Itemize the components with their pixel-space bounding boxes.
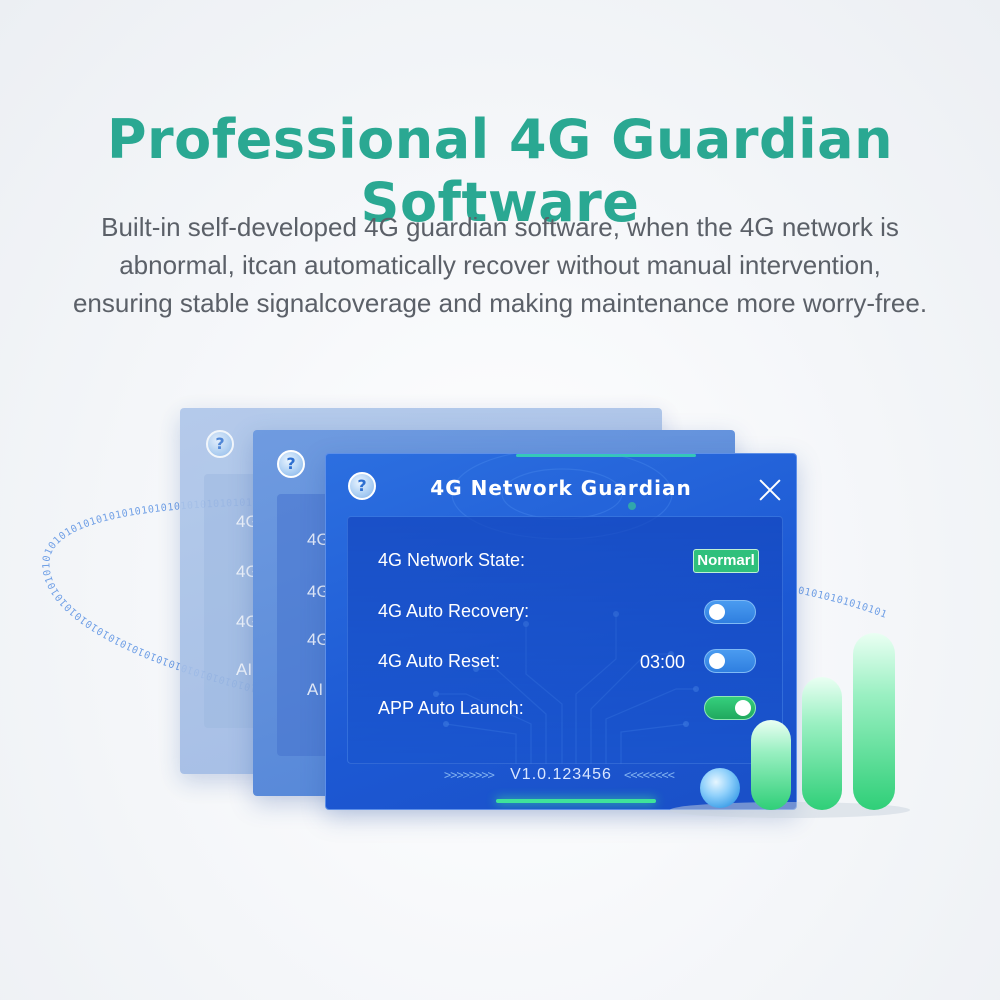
back-label-4: AI [236,660,253,679]
auto-recovery-label: 4G Auto Recovery: [378,601,530,621]
subtitle-line-3: ensuring stable signalcoverage and makin… [72,288,928,318]
auto-reset-toggle[interactable] [704,649,756,673]
page-title: Professional 4G Guardian Software [106,108,894,234]
chevrons-right: <<<<<<<< [624,768,675,782]
mid-label-2: 4G [307,582,330,601]
auto-reset-label: 4G Auto Reset: [378,651,501,671]
top-glow-line [516,454,696,457]
bottom-glow-line [496,799,656,803]
reset-time[interactable]: 03:00 [640,652,686,672]
network-state-label: 4G Network State: [378,550,526,570]
subtitle-line-2: abnormal, itcan automatically recover wi… [119,250,881,280]
mid-label-3: 4G [307,630,330,649]
chevrons-left: >>>>>>>> [444,768,495,782]
toggle-knob [709,604,725,620]
help-icon[interactable]: ? [348,472,376,500]
help-icon: ? [206,430,234,458]
app-auto-launch-label: APP Auto Launch: [378,698,524,718]
guardian-window: ? 4G Network Guardian 4G Network State: … [325,453,797,810]
help-icon: ? [277,450,305,478]
settings-panel [347,516,783,764]
status-badge: Normarl [693,549,759,573]
toggle-knob [709,653,725,669]
mid-label-4: AI [307,680,324,699]
signal-bar-3 [802,677,842,810]
signal-bar-4 [853,633,895,810]
mid-label-1: 4G [307,530,330,549]
page-subtitle: Built-in self-developed 4G guardian soft… [40,208,960,322]
version-label: V1.0.123456 [510,766,612,783]
window-title: 4G Network Guardian [430,476,692,500]
toggle-knob [735,700,751,716]
close-icon[interactable] [758,478,782,502]
app-auto-launch-toggle[interactable] [704,696,756,720]
subtitle-line-1: Built-in self-developed 4G guardian soft… [101,212,899,242]
auto-recovery-toggle[interactable] [704,600,756,624]
